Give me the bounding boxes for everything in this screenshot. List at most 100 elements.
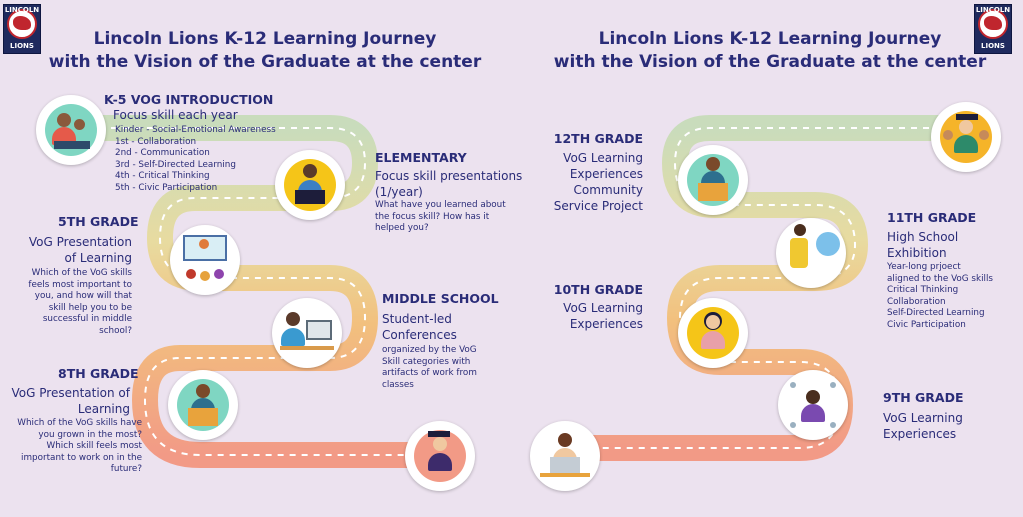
eighth-grade-detail-line: Which skill feels most <box>46 441 142 451</box>
elementary-detail-line: What have you learned about <box>375 200 506 210</box>
fifth-grade-detail: Which of the VoG skills feels most impor… <box>2 268 132 337</box>
twelfth-grade-details: VoG Learning Experiences Community Servi… <box>533 150 643 214</box>
eighth-grade-detail-line: important to work on in the <box>21 452 142 463</box>
eleventh-grade-detail-line: Collaboration <box>887 296 946 307</box>
elementary-subtitle-line: Focus skill presentations <box>375 169 523 183</box>
k5-focus-list: Kinder - Social-Emotional Awareness 1st … <box>115 125 276 194</box>
fifth-grade-detail-line: school? <box>99 325 132 336</box>
twelfth-grade-line: VoG Learning <box>563 151 643 165</box>
middle-school-subtitle: Student-led Conferences <box>382 311 457 343</box>
twelfth-grade-line: Community <box>573 183 643 197</box>
middle-school-subtitle-line: Conferences <box>382 328 457 342</box>
twelfth-grade-line: Experiences <box>569 167 643 181</box>
k5-item: Kinder - Social-Emotional Awareness <box>115 125 276 135</box>
k5-item: 3rd - Self-Directed Learning <box>115 159 236 170</box>
middle-school-detail-line: Skill categories with <box>382 356 471 367</box>
lincoln-lions-logo-left: LINCOLN LIONS <box>3 4 41 54</box>
eighth-grade-subtitle: VoG Presentation of Learning <box>2 385 130 417</box>
eighth-grade-subtitle-line: Learning <box>77 402 130 416</box>
k5-item: 4th - Critical Thinking <box>115 171 210 181</box>
presentation-screen-icon <box>170 225 240 295</box>
logo-text-top: LINCOLN <box>4 6 40 14</box>
k5-item: 5th - Civic Participation <box>115 182 218 193</box>
arrows-student-icon <box>778 370 848 440</box>
eleventh-grade-subtitle-line: Exhibition <box>887 246 947 260</box>
elementary-detail: What have you learned about the focus sk… <box>375 200 506 235</box>
right-title-line-1: Lincoln Lions K-12 Learning Journey <box>598 29 942 49</box>
eleventh-grade-detail-line: Year-long prjoect <box>887 262 961 272</box>
globe-presenter-icon <box>776 218 846 288</box>
fifth-grade-subtitle-line: VoG Presentation <box>28 235 132 249</box>
left-title: Lincoln Lions K-12 Learning Journey with… <box>40 28 490 74</box>
graduate-icon <box>405 421 475 491</box>
eleventh-grade-heading: 11TH GRADE <box>887 210 977 225</box>
eleventh-grade-subtitle: High School Exhibition <box>887 229 958 261</box>
logo-text-bottom: LIONS <box>10 42 34 50</box>
tenth-grade-subtitle-line: Experiences <box>569 317 643 331</box>
lion-icon <box>13 16 31 30</box>
ninth-grade-subtitle: VoG Learning Experiences <box>883 410 963 442</box>
eighth-grade-subtitle-line: VoG Presentation of <box>11 386 130 400</box>
teacher-icon <box>678 298 748 368</box>
eleventh-grade-detail-line: Civic Participation <box>887 319 966 330</box>
elementary-subtitle: Focus skill presentations (1/year) <box>375 168 522 200</box>
eighth-grade-detail: Which of the VoG skills have you grown i… <box>2 418 142 476</box>
middle-school-heading: MIDDLE SCHOOL <box>382 291 499 306</box>
k5-item: 2nd - Communication <box>115 148 210 158</box>
twelfth-grade-line: Service Project <box>553 199 643 213</box>
eighth-grade-detail-line: you grown in the most? <box>38 429 142 440</box>
fifth-grade-detail-line: Which of the VoG skills <box>31 268 132 278</box>
logo-text-bottom: LIONS <box>981 42 1005 50</box>
ninth-grade-subtitle-line: Experiences <box>883 427 957 441</box>
elementary-detail-line: helped you? <box>375 223 429 233</box>
k5-item: 1st - Collaboration <box>115 136 197 147</box>
left-title-line-2: with the Vision of the Graduate at the c… <box>48 52 482 72</box>
right-title: Lincoln Lions K-12 Learning Journey with… <box>545 28 995 74</box>
elementary-subtitle-line: (1/year) <box>375 185 423 199</box>
k5-subtitle: Focus skill each year <box>113 108 238 122</box>
fifth-grade-detail-line: you, and how will that <box>34 291 132 301</box>
left-title-line-1: Lincoln Lions K-12 Learning Journey <box>93 29 437 49</box>
twelfth-grade-heading: 12TH GRADE <box>553 131 643 146</box>
lincoln-lions-logo-right: LINCOLN LIONS <box>974 4 1012 54</box>
eighth-grade-detail-line: future? <box>110 464 142 474</box>
tenth-grade-subtitle: VoG Learning Experiences <box>533 300 643 332</box>
k5-heading: K-5 VOG INTRODUCTION <box>104 92 274 107</box>
middle-school-detail: organized by the VoG Skill categories wi… <box>382 345 477 391</box>
eleventh-grade-detail-line: Self-Directed Learning <box>887 308 985 318</box>
eleventh-grade-detail-line: aligned to the VoG skills <box>887 273 994 284</box>
eleventh-grade-detail: Year-long prjoect aligned to the VoG ski… <box>887 262 993 331</box>
middle-school-subtitle-line: Student-led <box>382 312 452 326</box>
lion-icon <box>984 16 1002 30</box>
eleventh-grade-subtitle-line: High School <box>887 230 959 244</box>
tenth-grade-heading: 10TH GRADE <box>553 282 643 297</box>
middle-school-detail-line: organized by the VoG <box>382 345 477 355</box>
reading-student-icon <box>275 150 345 220</box>
laptop-student-icon <box>530 421 600 491</box>
fifth-grade-subtitle: VoG Presentation of Learning <box>2 234 132 266</box>
eleventh-grade-detail-line: Critical Thinking <box>887 285 959 295</box>
fifth-grade-subtitle-line: of Learning <box>64 251 132 265</box>
eighth-grade-detail-line: Which of the VoG skills have <box>17 418 142 428</box>
middle-school-detail-line: classes <box>382 379 414 390</box>
computer-student-icon <box>272 298 342 368</box>
elementary-heading: ELEMENTARY <box>375 150 467 165</box>
right-title-line-2: with the Vision of the Graduate at the c… <box>553 52 987 72</box>
logo-text-top: LINCOLN <box>975 6 1011 14</box>
k5-classroom-icon <box>36 95 106 165</box>
middle-school-detail-line: artifacts of work from <box>382 368 477 378</box>
eighth-grade-heading: 8TH GRADE <box>58 366 139 381</box>
fifth-grade-heading: 5TH GRADE <box>58 214 139 229</box>
ninth-grade-heading: 9TH GRADE <box>883 390 964 405</box>
ninth-grade-subtitle-line: VoG Learning <box>883 411 963 425</box>
elementary-detail-line: the focus skill? How has it <box>375 211 490 222</box>
fifth-grade-detail-line: feels most important to <box>28 279 132 290</box>
tenth-grade-subtitle-line: VoG Learning <box>563 301 643 315</box>
graduates-group-icon <box>931 102 1001 172</box>
fifth-grade-detail-line: successful in middle <box>42 314 132 324</box>
podium-speaker-icon <box>168 370 238 440</box>
fifth-grade-detail-line: skill help you to be <box>48 302 132 313</box>
podium-speaker-icon <box>678 145 748 215</box>
